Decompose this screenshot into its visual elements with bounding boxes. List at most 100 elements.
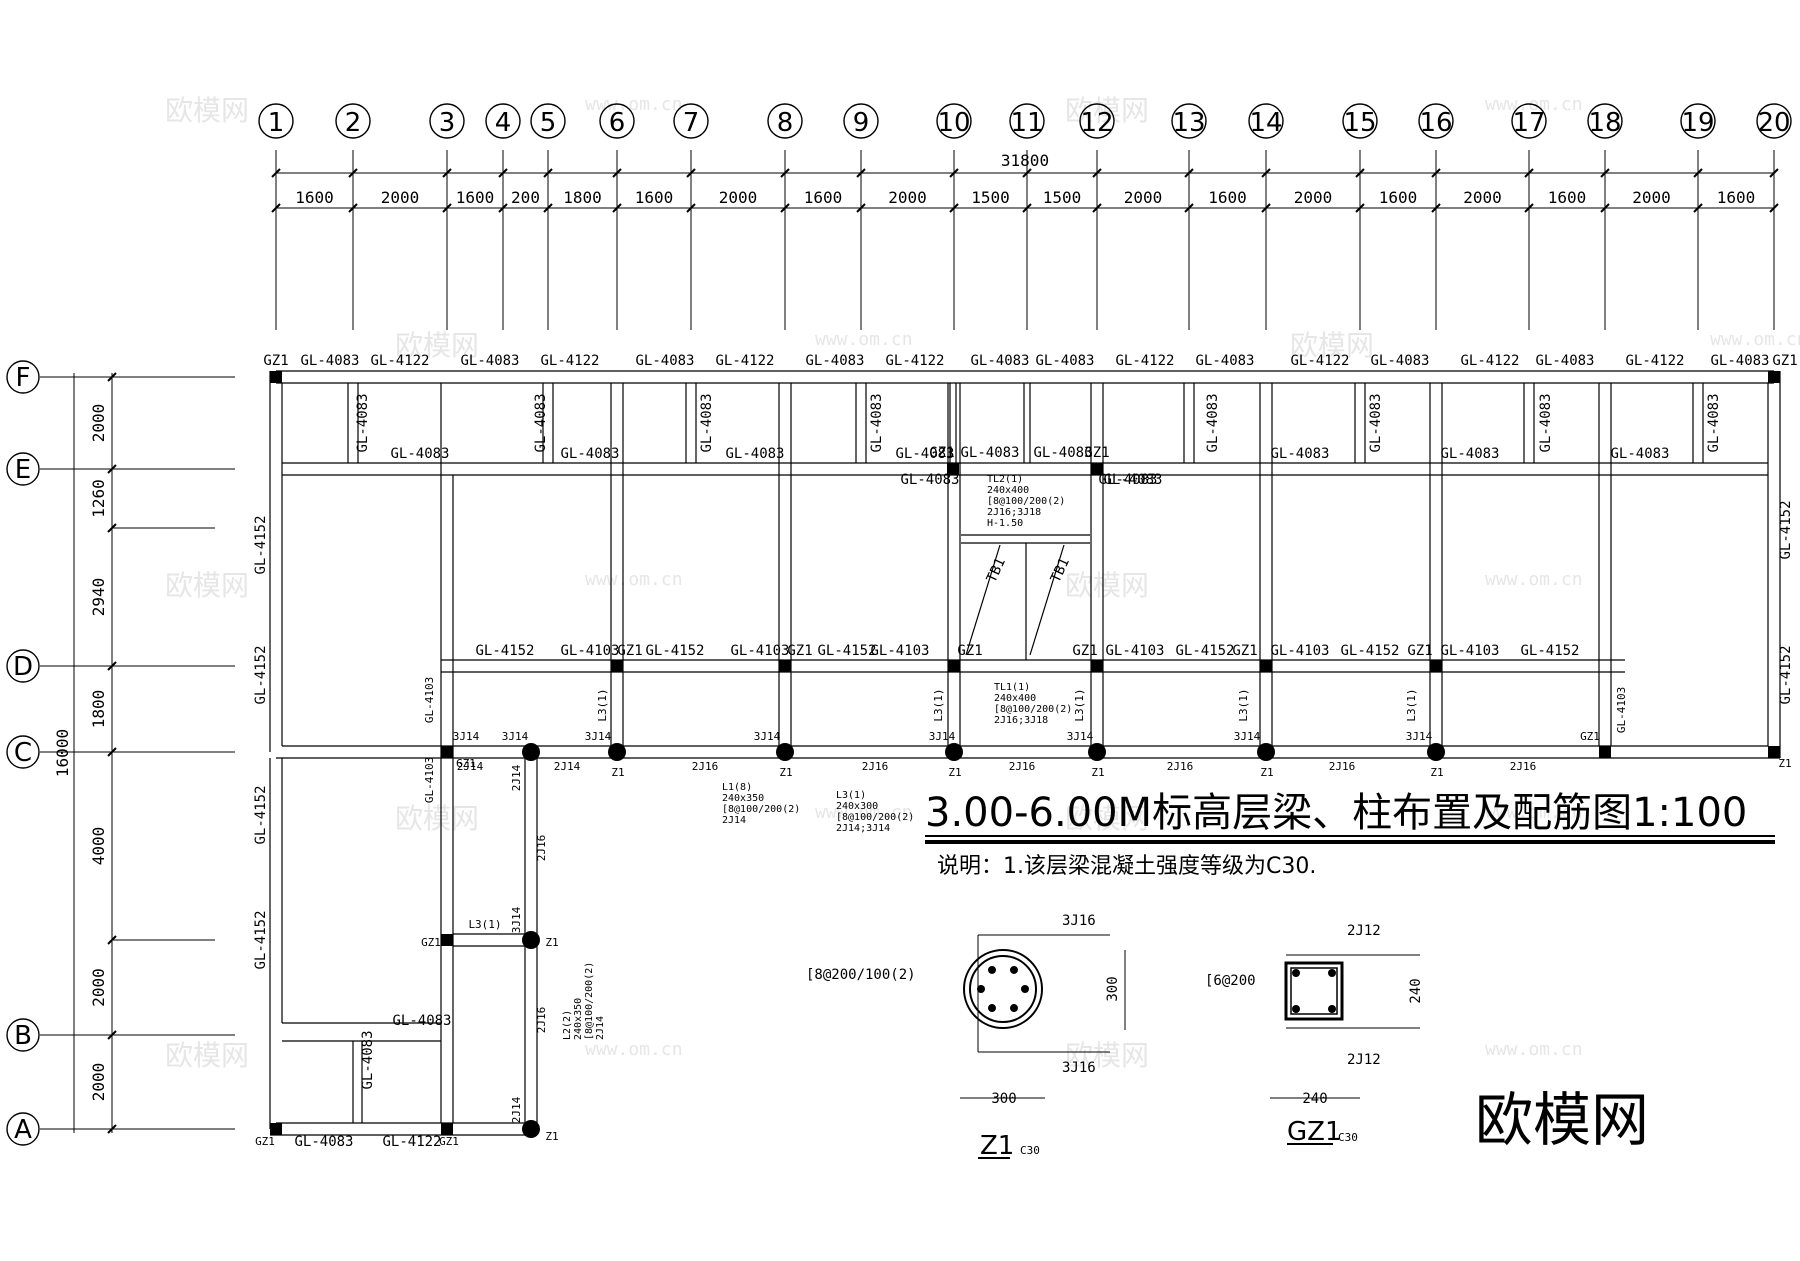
watermark: 欧模网	[165, 94, 249, 127]
beam-annotation: [8@100/200(2)	[722, 804, 800, 815]
watermark-url: www.om.cn	[585, 94, 683, 115]
beam-label: GL-4083	[960, 445, 1019, 461]
rebar-label: 2J16	[535, 1007, 548, 1034]
column-label: Z1	[611, 766, 624, 779]
axis-bubble	[1079, 103, 1115, 139]
z1-column	[945, 743, 963, 761]
beam-label: GL-4122	[382, 1134, 441, 1150]
beam-label: GZ1	[957, 643, 982, 659]
beam-label: GL-4083	[869, 393, 885, 452]
axis-label: 11	[1010, 108, 1043, 138]
axis-label: 6	[609, 108, 626, 138]
axis-label: 20	[1757, 108, 1790, 138]
beam-label: GZ1	[1072, 643, 1097, 659]
beam-annotation: 240x350	[722, 793, 764, 804]
gz1-column	[1768, 371, 1780, 383]
beam-label: GL-4152	[253, 785, 269, 844]
axis-bubble	[6, 1112, 40, 1146]
watermark-url: www.om.cn	[1710, 329, 1800, 350]
z1-column	[608, 743, 626, 761]
rebar-label: 3J14	[1406, 730, 1433, 743]
rebar-label: 2J16	[862, 760, 889, 773]
beam-label: GL-4103	[730, 643, 789, 659]
watermark: 欧模网	[1290, 329, 1374, 362]
span-dimension: 1600	[456, 188, 495, 207]
axis-label: 12	[1080, 108, 1113, 138]
beam-label: GL-4083	[1368, 393, 1384, 452]
watermark: 欧模网	[165, 569, 249, 602]
drawing-note: 说明：1.该层梁混凝土强度等级为C30.	[937, 854, 1316, 879]
axis-label: A	[14, 1115, 32, 1145]
beam-label: GL-4083	[805, 353, 864, 369]
beam-label: GL-4152	[645, 643, 704, 659]
beam-label: GL-4083	[1706, 393, 1722, 452]
watermark-url: www.om.cn	[585, 1039, 683, 1060]
beam-annotation: [8@100/200(2)	[994, 704, 1072, 715]
beam-label: GZ1	[1772, 353, 1797, 369]
beam-label: GL-4083	[300, 353, 359, 369]
axis-bubble	[530, 103, 566, 139]
z1-column	[522, 931, 540, 949]
gz1-column	[1091, 660, 1103, 672]
axis-bubble	[485, 103, 521, 139]
rebar-label: 2J16	[1009, 760, 1036, 773]
gz1-column	[779, 660, 791, 672]
watermark: 欧模网	[395, 802, 479, 835]
rebar-label: 2J16	[1329, 760, 1356, 773]
beam-label: GL-4152	[1175, 643, 1234, 659]
gz1-column	[948, 660, 960, 672]
axis-bubble	[599, 103, 635, 139]
column-label: GZ1	[439, 1135, 459, 1148]
beam-label: GL-4152	[817, 643, 876, 659]
section-gz1-dim-w: 240	[1302, 1091, 1327, 1107]
beam-label: L3(1)	[468, 918, 501, 931]
rebar-label: 2J14	[510, 1096, 523, 1123]
beam-label: GL-4083	[1205, 393, 1221, 452]
z1-column	[1257, 743, 1275, 761]
beam-label: GL-4083	[1538, 393, 1554, 452]
stair-label: TB1	[984, 555, 1009, 585]
span-dimension: 2000	[1294, 188, 1333, 207]
axis-bubble	[335, 103, 371, 139]
rebar-label: 2J16	[692, 760, 719, 773]
axis-label: E	[15, 455, 31, 485]
beam-label: GL-4083	[1440, 446, 1499, 462]
rebar-label: 2J16	[535, 835, 548, 862]
span-dimension: 2000	[888, 188, 927, 207]
rebar-label: 3J14	[754, 730, 781, 743]
axis-label: 10	[937, 108, 970, 138]
beam-label: GL-4083	[355, 393, 371, 452]
column-label: GZ1	[1580, 730, 1600, 743]
axis-bubble	[1756, 103, 1792, 139]
column-label: GZ1	[456, 757, 476, 770]
section-z1-dim-w: 300	[991, 1091, 1016, 1107]
axis-bubble	[6, 649, 40, 683]
overall-height: 16000	[53, 729, 72, 777]
axis-bubble	[843, 103, 879, 139]
axis-label: 3	[439, 108, 456, 138]
beam-annotation: 2J14;3J14	[836, 823, 890, 834]
watermark-url: www.om.cn	[815, 802, 913, 823]
axis-label: B	[14, 1021, 32, 1051]
overall-width: 31800	[1001, 151, 1049, 170]
beam-label: GZ1	[263, 353, 288, 369]
section-gz1-name: GZ1	[1287, 1117, 1342, 1147]
beam-annotation: TL2(1)	[987, 474, 1023, 485]
axis-label: 18	[1588, 108, 1621, 138]
axis-bubble	[6, 452, 40, 486]
gz1-column	[1091, 463, 1103, 475]
beam-annotation: L2(2)	[562, 1010, 573, 1040]
beam-label: GL-4103	[1270, 643, 1329, 659]
rebar-label: 3J14	[510, 906, 523, 933]
span-dimension: 2000	[1463, 188, 1502, 207]
rebar-label: 2J16	[1510, 760, 1537, 773]
beam-label: GL-4083	[392, 1013, 451, 1029]
beam-label: GL-4083	[390, 446, 449, 462]
beam-label: GL-4083	[1270, 446, 1329, 462]
column-label: Z1	[545, 936, 558, 949]
axis-label: 1	[268, 108, 285, 138]
gz1-column	[441, 1123, 453, 1135]
title-block: 3.00-6.00M标高层梁、柱布置及配筋图1:100 说明：1.该层梁混凝土强…	[925, 790, 1775, 879]
